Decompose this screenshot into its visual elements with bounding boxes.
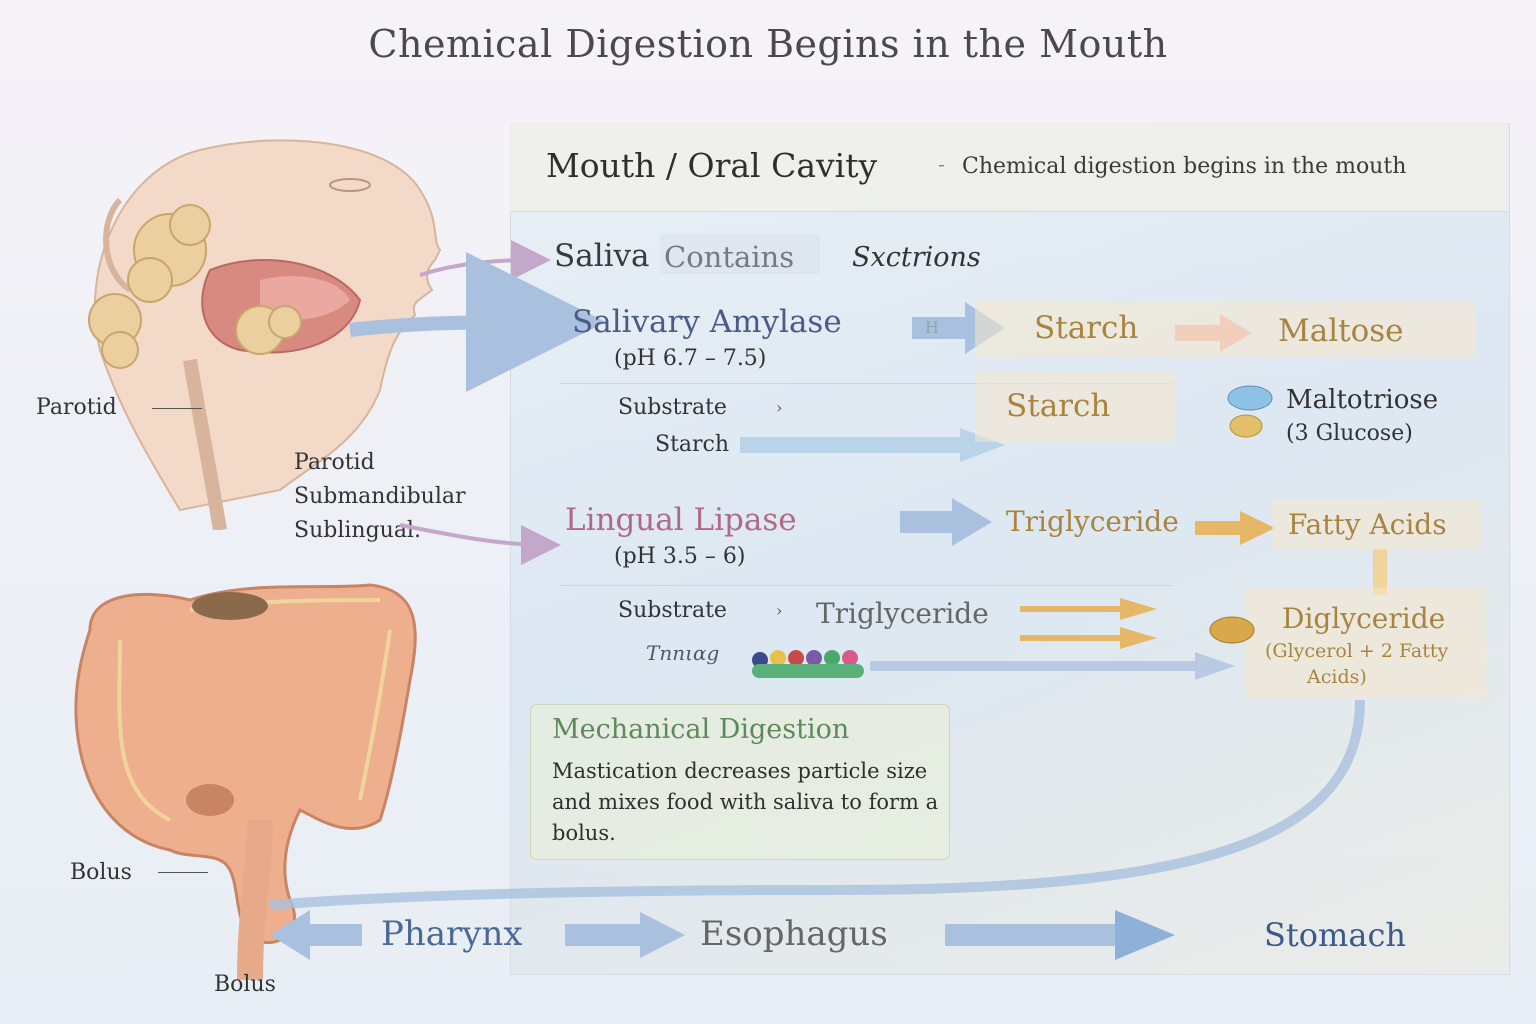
return-curve bbox=[269, 699, 1365, 910]
colon bbox=[74, 583, 417, 945]
bolus-leader-line bbox=[158, 872, 208, 873]
triglyceride-beads-icon bbox=[752, 650, 864, 678]
lipase-connector bbox=[399, 523, 561, 565]
amylase-substrate-label: Substrate bbox=[618, 395, 727, 420]
diglyceride-note-2: Acids) bbox=[1307, 666, 1367, 688]
panel-subtitle: Chemical digestion begins in the mouth bbox=[962, 154, 1407, 179]
substrate-pointer-1: › bbox=[776, 398, 783, 417]
pathway-stomach: Stomach bbox=[1264, 916, 1406, 954]
substrate-tri-shafts bbox=[1020, 606, 1125, 641]
lipase-arrow-head bbox=[952, 498, 992, 546]
gland-label-submandibular: Submandibular bbox=[294, 484, 466, 509]
sublingual-gland bbox=[235, 305, 302, 355]
panel-separator: - bbox=[938, 152, 945, 176]
amylase-output-maltose: Maltose bbox=[1278, 313, 1404, 349]
parotid-leader-line bbox=[152, 408, 202, 409]
lipase-substrate-value: Triglyceride bbox=[816, 597, 989, 630]
amylase-ph: (pH 6.7 – 7.5) bbox=[614, 346, 767, 371]
eye-closed bbox=[329, 178, 371, 192]
amylase-input-starch: Starch bbox=[1034, 310, 1139, 346]
lipase-input-triglyceride: Triglyceride bbox=[1006, 505, 1179, 538]
diglyceride-note-1: (Glycerol + 2 Fatty bbox=[1265, 640, 1449, 662]
mechanical-body: Mastication decreases particle size and … bbox=[552, 759, 939, 845]
fatty-acids-box bbox=[1272, 500, 1482, 550]
amylase-arrow-tag: H bbox=[925, 318, 939, 337]
amylase-result-box bbox=[975, 302, 1475, 358]
diglyceride-box bbox=[1245, 588, 1485, 698]
diglyceride-icon bbox=[1209, 616, 1255, 644]
tri-fatty-head bbox=[1240, 511, 1275, 545]
saliva-sections: Sxctrions bbox=[852, 242, 981, 273]
digestive-tract-illustration bbox=[74, 583, 417, 980]
mechanical-title: Mechanical Digestion bbox=[552, 714, 850, 745]
parotid-left-label: Parotid bbox=[36, 395, 117, 420]
maltotriose-label: Maltotriose bbox=[1286, 385, 1439, 415]
maltotriose-icon bbox=[1227, 385, 1273, 438]
maltotriose-note: (3 Glucose) bbox=[1286, 421, 1413, 446]
amylase-connector bbox=[349, 252, 606, 393]
amylase-name: Salivary Amylase bbox=[572, 304, 842, 340]
amylase-substrate-value: Starch bbox=[655, 432, 730, 457]
lipase-tag: Tnnιαg bbox=[646, 641, 720, 665]
substrate-pointer-2: › bbox=[776, 601, 783, 620]
tissue-cluster bbox=[186, 784, 234, 816]
panel-title: Mouth / Oral Cavity bbox=[546, 146, 878, 185]
saliva-contains: Contains bbox=[664, 240, 795, 274]
esophagus-stomach-head bbox=[1115, 910, 1175, 960]
parotid-gland bbox=[127, 204, 211, 303]
pathway-pharynx: Pharynx bbox=[381, 914, 523, 954]
substrate-tri-heads bbox=[1120, 598, 1157, 649]
lipase-name: Lingual Lipase bbox=[565, 502, 797, 538]
saliva-contains-box bbox=[660, 234, 820, 274]
pharynx-esophagus-head bbox=[640, 912, 685, 958]
substrate-starch-head bbox=[960, 428, 1005, 462]
bolus-label-1: Bolus bbox=[70, 860, 132, 885]
bolus-mass bbox=[192, 592, 268, 620]
divider-1 bbox=[560, 383, 1172, 384]
saliva-connector bbox=[419, 240, 551, 281]
lipase-output-fatty-acids: Fatty Acids bbox=[1288, 508, 1447, 541]
ear bbox=[103, 197, 132, 293]
mechanical-digestion-box bbox=[530, 704, 950, 860]
head-illustration bbox=[88, 139, 442, 530]
esophagus-tube bbox=[237, 819, 273, 980]
lipase-ph: (pH 3.5 – 6) bbox=[614, 544, 746, 569]
saliva-label: Saliva bbox=[554, 238, 650, 274]
throat bbox=[183, 358, 227, 530]
gland-label-parotid: Parotid bbox=[294, 450, 375, 475]
page-title: Chemical Digestion Begins in the Mouth bbox=[368, 22, 1168, 66]
pathway-esophagus: Esophagus bbox=[700, 914, 888, 954]
pharynx-left-head bbox=[270, 910, 310, 960]
gland-label-sublingual: Sublingual. bbox=[294, 518, 421, 543]
divider-2 bbox=[560, 585, 1172, 586]
panel-header bbox=[510, 123, 1508, 212]
lipase-substrate-label: Substrate bbox=[618, 598, 727, 623]
amylase-starch-result: Starch bbox=[1006, 388, 1111, 424]
starch-result-box bbox=[975, 372, 1175, 442]
diglyceride-label: Diglyceride bbox=[1282, 602, 1446, 635]
beads-arrow-head bbox=[1195, 652, 1235, 680]
submandibular-gland bbox=[88, 293, 142, 369]
bolus-label-2: Bolus bbox=[214, 972, 276, 997]
